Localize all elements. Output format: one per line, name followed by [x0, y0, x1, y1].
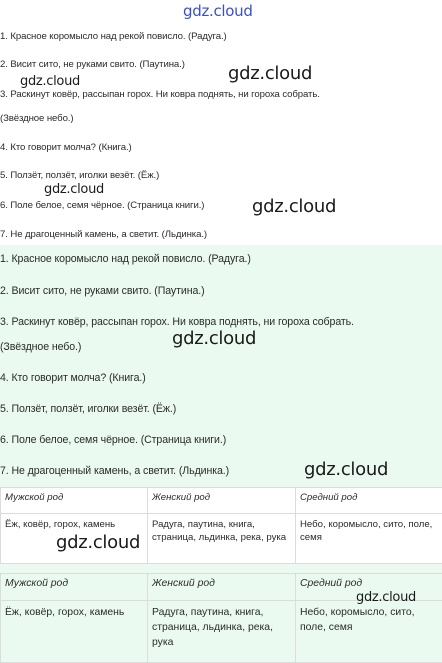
cell-neuter: Небо, коромысло, сито, поле, семя [296, 601, 442, 663]
table-row: Ёж, ковёр, горох, камень Радуга, паутина… [1, 601, 442, 663]
watermark: gdz.cloud [228, 63, 312, 84]
header-neuter: Средний род [296, 488, 442, 514]
header-masculine: Мужской род [1, 574, 148, 601]
gender-table: Мужской род Женский род Средний род Ёж, … [0, 573, 442, 663]
header-feminine: Женский род [148, 574, 296, 601]
cell-neuter: Небо, коромысло, сито, поле, семя [296, 514, 442, 564]
riddle-3: 3. Раскинут ковёр, рассыпан горох. Ни ко… [0, 89, 320, 100]
header-masculine: Мужской род [1, 488, 148, 514]
riddle-4: 4. Кто говорит молча? (Книга.) [0, 142, 132, 153]
riddle-3-answer: (Звёздное небо.) [0, 341, 81, 353]
riddle-1: 1. Красное коромысло над рекой повисло. … [0, 253, 251, 265]
cell-feminine: Радуга, паутина, книга, страница, льдинк… [148, 514, 296, 564]
riddle-2: 2. Висит сито, не руками свито. (Паутина… [0, 59, 185, 70]
riddle-5: 5. Ползёт, ползёт, иголки везёт. (Ёж.) [0, 170, 159, 181]
riddle-3: 3. Раскинут ковёр, рассыпан горох. Ни ко… [0, 316, 354, 328]
watermark: gdz.cloud [356, 590, 416, 605]
watermark: gdz.cloud [304, 459, 388, 480]
cell-feminine: Радуга, паутина, книга, страница, льдинк… [148, 601, 296, 663]
watermark: gdz.cloud [44, 182, 104, 197]
riddle-7: 7. Не драгоценный камень, а светит. (Льд… [0, 229, 207, 240]
riddle-6: 6. Поле белое, семя чёрное. (Страница кн… [0, 200, 204, 211]
watermark: gdz.cloud [252, 196, 336, 217]
riddle-4: 4. Кто говорит молча? (Книга.) [0, 372, 146, 384]
cell-masculine: Ёж, ковёр, горох, камень [1, 601, 148, 663]
riddle-3-answer: (Звёздное небо.) [0, 113, 73, 124]
riddle-5: 5. Ползёт, ползёт, иголки везёт. (Ёж.) [0, 403, 176, 415]
watermark: gdz.cloud [56, 532, 140, 553]
watermark: gdz.cloud [20, 74, 80, 89]
riddle-6: 6. Поле белое, семя чёрное. (Страница кн… [0, 434, 226, 446]
riddle-7: 7. Не драгоценный камень, а светит. (Льд… [0, 465, 229, 477]
header-feminine: Женский род [148, 488, 296, 514]
riddle-2: 2. Висит сито, не руками свито. (Паутина… [0, 285, 205, 297]
watermark: gdz.cloud [172, 328, 256, 349]
table-header-row: Мужской род Женский род Средний род [1, 488, 442, 514]
watermark: gdz.cloud [183, 2, 253, 20]
riddle-1: 1. Красное коромысло над рекой повисло. … [0, 31, 227, 42]
